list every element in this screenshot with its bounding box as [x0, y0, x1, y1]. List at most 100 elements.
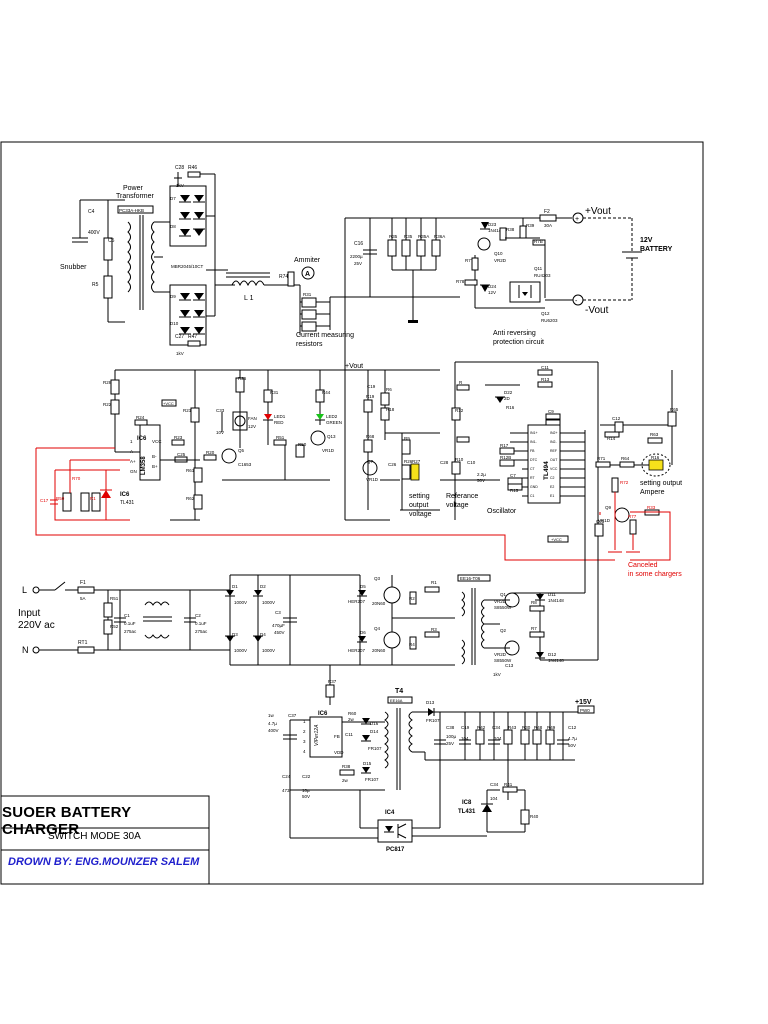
svg-text:R42: R42	[477, 725, 486, 730]
svg-text:C16: C16	[354, 241, 363, 247]
svg-text:R13: R13	[541, 377, 550, 382]
label-ic6-c: IC6	[120, 492, 130, 498]
label-tl494: TL494	[543, 461, 550, 480]
svg-text:30A: 30A	[544, 223, 552, 228]
svg-text:R: R	[459, 380, 463, 385]
ammeter-icon	[301, 266, 315, 280]
label-ic6-d: TL431	[120, 500, 134, 506]
svg-text:C19: C19	[367, 384, 376, 389]
svg-text:C19: C19	[461, 725, 470, 730]
svg-text:R36A: R36A	[434, 234, 445, 239]
svg-text:C7: C7	[510, 473, 516, 478]
svg-text:R19: R19	[366, 394, 375, 399]
svg-text:C37: C37	[288, 713, 297, 718]
svg-text:RU6203: RU6203	[541, 318, 558, 323]
svg-text:R41: R41	[504, 782, 513, 787]
svg-text:R62: R62	[186, 496, 195, 501]
svg-text:F2: F2	[544, 209, 550, 215]
svg-text:R38: R38	[506, 227, 515, 232]
svg-text:D3: D3	[232, 632, 238, 637]
svg-text:FB: FB	[334, 734, 340, 739]
svg-text:R1: R1	[90, 496, 96, 501]
svg-text:R38: R38	[342, 764, 351, 769]
svg-text:C1: C1	[530, 494, 535, 498]
svg-text:S8550W: S8550W	[494, 605, 512, 610]
svg-text:D23: D23	[488, 222, 497, 227]
svg-text:1N4148: 1N4148	[488, 228, 504, 233]
svg-text:C11: C11	[345, 732, 353, 737]
svg-text:1: 1	[303, 719, 306, 724]
svg-text:VR1D: VR1D	[322, 448, 335, 453]
label-vout-positive: +Vout	[585, 206, 611, 217]
label-ic6-a: IC6	[137, 436, 147, 442]
svg-text:D2: D2	[260, 584, 266, 589]
svg-text:R50: R50	[298, 442, 307, 447]
svg-text:R5: R5	[92, 282, 99, 288]
label-viper: VIPer12A	[314, 724, 320, 746]
label-battery-2: BATTERY	[640, 246, 673, 253]
svg-text:C1: C1	[124, 613, 130, 618]
svg-text:C12: C12	[612, 416, 621, 421]
svg-text:EE16-T06: EE16-T06	[460, 576, 481, 581]
svg-text:Q4: Q4	[374, 626, 381, 631]
label-ic4: IC4	[385, 810, 395, 816]
svg-text:E2: E2	[550, 485, 554, 489]
svg-text:20N60: 20N60	[372, 601, 386, 606]
label-setting-voltage-1: setting	[409, 493, 430, 500]
svg-text:B+: B+	[152, 464, 158, 469]
svg-text:20N60: 20N60	[372, 648, 386, 653]
svg-text:D8: D8	[170, 224, 176, 229]
svg-text:C22: C22	[302, 774, 311, 779]
control-stage: +Vout R28 R22 IC6 LM358 1 A- A+ GN VCC B…	[35, 361, 682, 600]
svg-text:+: +	[575, 216, 579, 223]
svg-text:R10: R10	[455, 457, 464, 462]
svg-text:R47: R47	[188, 334, 197, 340]
svg-text:EE16A: EE16A	[390, 698, 403, 703]
label-ic6-viper: IC6	[318, 711, 328, 717]
svg-text:R46: R46	[188, 165, 197, 171]
svg-text:HER207: HER207	[348, 648, 366, 653]
svg-text:C17: C17	[40, 498, 49, 503]
svg-text:Q9: Q9	[605, 505, 612, 510]
svg-text:R77: R77	[628, 514, 637, 519]
svg-text:D22: D22	[504, 390, 513, 395]
svg-text:FR107: FR107	[426, 718, 440, 723]
svg-text:VR1D: VR1D	[366, 477, 379, 482]
svg-text:+VCC: +VCC	[551, 537, 562, 542]
svg-text:R60: R60	[348, 711, 357, 716]
svg-text:E1: E1	[550, 494, 554, 498]
svg-text:R27: R27	[412, 459, 421, 464]
label-vout-rail: +Vout	[345, 363, 363, 370]
label-current-resistors-2: resistors	[296, 341, 323, 348]
svg-text:C34: C34	[492, 725, 501, 730]
svg-text:LED1: LED1	[274, 414, 286, 419]
svg-text:C28: C28	[175, 165, 184, 171]
label-l1: L 1	[244, 295, 254, 302]
svg-text:R44: R44	[322, 390, 331, 395]
svg-text:MBR2045/10CT: MBR2045/10CT	[171, 264, 204, 269]
svg-text:A+: A+	[130, 459, 136, 464]
svg-text:R77: R77	[465, 258, 474, 263]
label-canceled-1: Canceled	[628, 562, 658, 569]
svg-text:R12: R12	[455, 408, 464, 413]
svg-text:R30: R30	[522, 725, 531, 730]
svg-text:1000V: 1000V	[262, 600, 275, 605]
svg-text:GND: GND	[530, 485, 538, 489]
label-setting-ampere-1: setting output	[640, 480, 682, 487]
label-setting-voltage-2: output	[409, 502, 429, 509]
svg-text:FAN: FAN	[248, 416, 257, 421]
svg-text:Q12: Q12	[541, 311, 550, 316]
drawing-frame	[0, 141, 704, 885]
svg-text:R39: R39	[526, 223, 535, 228]
svg-text:B-: B-	[152, 454, 157, 459]
svg-text:R48: R48	[534, 725, 543, 730]
svg-text:C10: C10	[467, 460, 476, 465]
svg-text:D13: D13	[426, 700, 435, 705]
svg-text:R49: R49	[547, 725, 556, 730]
svg-text:C24: C24	[282, 774, 291, 779]
svg-text:D24: D24	[488, 284, 497, 289]
svg-text:Q1: Q1	[500, 592, 507, 597]
svg-text:VR1D: VR1D	[598, 518, 611, 523]
svg-text:GN: GN	[130, 469, 137, 474]
svg-text:D6: D6	[360, 630, 366, 635]
